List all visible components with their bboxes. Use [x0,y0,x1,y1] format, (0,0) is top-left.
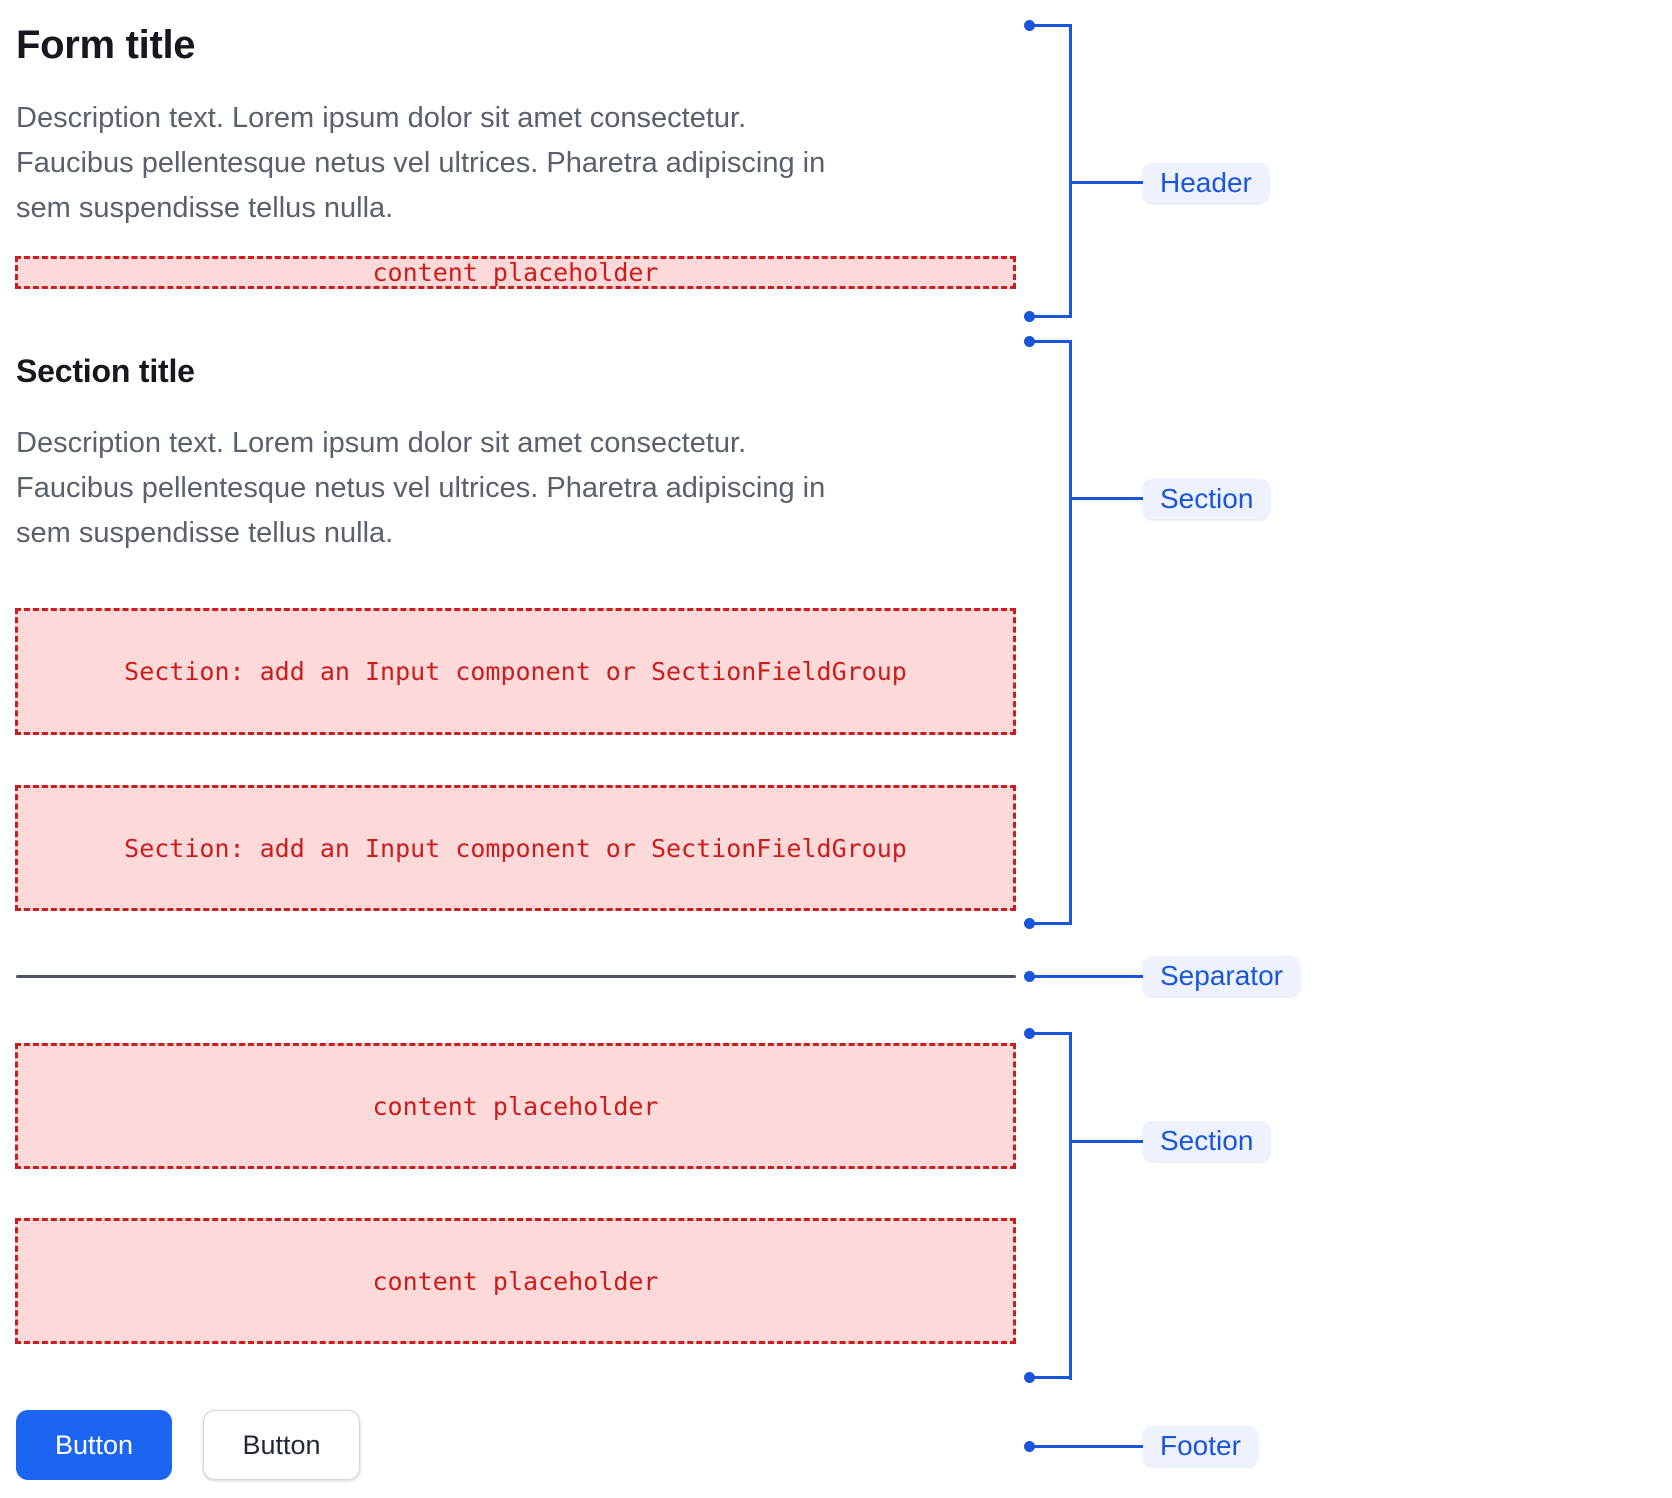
section-slot-placeholder: Section: add an Input component or Secti… [15,785,1016,911]
bracket-line [1030,1032,1072,1035]
bracket-dot [1024,1028,1035,1039]
bracket-line [1030,24,1072,27]
section-description: Description text. Lorem ipsum dolor sit … [16,427,826,549]
form-title: Form title [16,23,196,67]
separator-line [16,975,1016,978]
content-placeholder: content placeholder [15,1043,1016,1169]
annotation-label-separator: Separator [1143,956,1300,996]
separator-dot [1024,971,1035,982]
bracket-dot [1024,336,1035,347]
annotation-connector [1072,1140,1143,1143]
bracket-dot [1024,311,1035,322]
bracket-line [1069,340,1072,925]
placeholder-text: Section: add an Input component or Secti… [124,833,907,863]
secondary-button[interactable]: Button [203,1410,360,1480]
bracket-dot [1024,918,1035,929]
annotation-label-section-bottom: Section [1143,1121,1271,1161]
section-title: Section title [16,353,195,389]
footer-dot [1024,1441,1035,1452]
annotation-connector [1072,497,1143,500]
placeholder-text: content placeholder [372,258,659,287]
bracket-line [1030,340,1072,343]
annotation-connector [1033,975,1143,978]
primary-button[interactable]: Button [16,1410,172,1480]
placeholder-text: content placeholder [372,1091,659,1121]
placeholder-text: Section: add an Input component or Secti… [124,657,907,686]
annotation-connector [1033,1445,1143,1448]
bracket-line [1030,1376,1072,1379]
bracket-line [1030,922,1072,925]
placeholder-text: content placeholder [372,1266,659,1296]
bracket-line [1030,315,1072,318]
section-slot-placeholder: Section: add an Input component or Secti… [15,608,1016,735]
annotation-label-header: Header [1143,163,1269,203]
annotation-label-footer: Footer [1143,1426,1258,1466]
bracket-dot [1024,20,1035,31]
annotation-label-section-top: Section [1143,479,1271,519]
header-content-placeholder: content placeholder [15,256,1016,289]
bracket-line [1069,24,1072,318]
content-placeholder: content placeholder [15,1218,1016,1344]
bracket-dot [1024,1372,1035,1383]
bracket-line [1069,1032,1072,1380]
form-description: Description text. Lorem ipsum dolor sit … [16,102,826,224]
annotation-connector [1072,181,1143,184]
